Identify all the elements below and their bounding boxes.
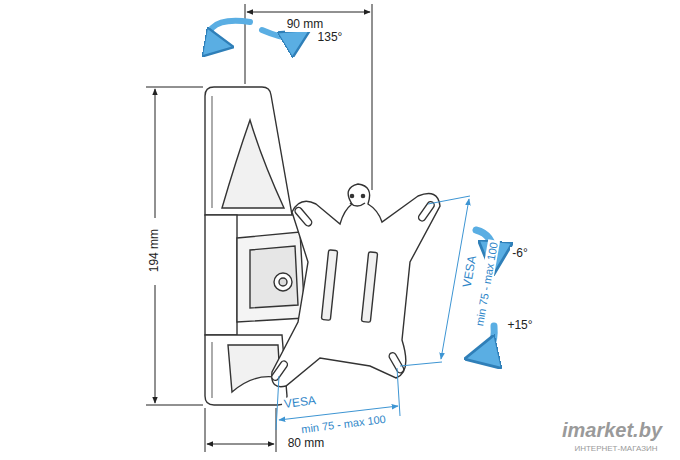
dimension-line xyxy=(155,285,156,403)
extension-line xyxy=(397,368,400,416)
extension-line xyxy=(205,408,206,452)
mount-slot xyxy=(270,360,288,382)
angle-label: 135° xyxy=(316,31,345,44)
dimension-line xyxy=(207,444,274,445)
extension-line xyxy=(428,196,470,204)
pivot-face xyxy=(250,246,298,308)
smiley-eye xyxy=(361,194,364,197)
plate-slot xyxy=(361,252,377,323)
vesa-dimensions xyxy=(276,196,470,430)
pivot-screw xyxy=(274,273,292,291)
pivot-screw xyxy=(279,278,287,286)
vesa-plate xyxy=(270,184,440,387)
pivot-block xyxy=(237,232,305,322)
plate-slot xyxy=(321,250,337,321)
swivel-arrow xyxy=(209,30,222,45)
dimension-line xyxy=(155,89,156,218)
extension-line xyxy=(372,4,373,190)
dimension-label: 80 mm xyxy=(286,437,327,450)
plate-outline xyxy=(272,184,440,387)
rotation-arrows xyxy=(209,21,494,356)
wall-plate xyxy=(205,215,237,335)
smiley-mouth xyxy=(350,203,365,206)
extension-line xyxy=(146,405,203,406)
bracket-edge xyxy=(211,96,212,208)
vesa-label: VESA xyxy=(281,394,318,411)
bracket-edge xyxy=(211,342,212,398)
mount-slot xyxy=(388,351,405,374)
extension-line xyxy=(400,362,442,366)
extension-line xyxy=(245,4,246,84)
vesa-label: VESA xyxy=(460,253,479,291)
extension-line xyxy=(276,376,279,430)
angle-label: -6° xyxy=(510,247,529,260)
tilt-arrow xyxy=(478,326,494,356)
extension-line xyxy=(146,87,203,88)
watermark: imarket.by xyxy=(560,419,664,441)
dimension-line xyxy=(247,12,370,13)
upper-bracket xyxy=(205,87,292,215)
smiley-eye xyxy=(350,194,353,197)
vesa-range-label: min 75 - max 100 xyxy=(472,239,499,329)
dimension-lines xyxy=(146,4,372,452)
dimension-label: 194 mm xyxy=(148,227,161,274)
mount-slot xyxy=(294,206,314,227)
angle-label: +15° xyxy=(505,319,534,332)
bracket-recess xyxy=(222,120,284,208)
watermark: ИНТЕРНЕТ-МАГАЗИН xyxy=(572,445,659,454)
dimension-label: 90 mm xyxy=(285,18,326,31)
bracket-recess xyxy=(228,345,280,392)
